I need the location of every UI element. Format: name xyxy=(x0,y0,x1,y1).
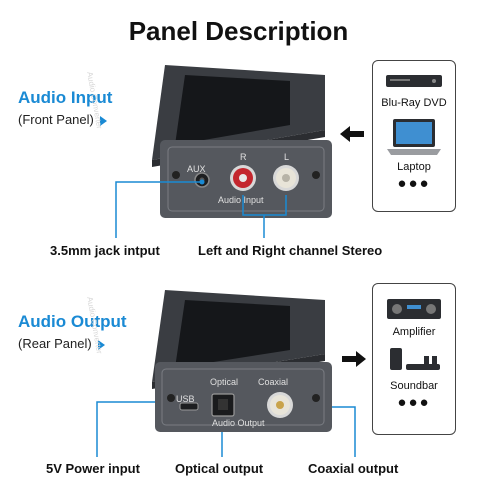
audio-input-label: Audio Input xyxy=(218,195,264,205)
r-label: R xyxy=(240,152,247,162)
device-amplifier-label: Amplifier xyxy=(392,326,436,338)
device-laptop-label: Laptop xyxy=(397,161,431,173)
stereo-callout-bracket xyxy=(242,195,287,216)
input-section-subtitle: (Front Panel) xyxy=(18,112,112,127)
callout-5v-power: 5V Power input xyxy=(46,461,140,476)
coaxial-pin xyxy=(276,401,284,409)
rca-white-pin xyxy=(282,174,290,182)
rear-panel-frame xyxy=(161,368,325,426)
play-arrow-icon xyxy=(99,115,107,126)
device-bluray-label: Blu-Ray DVD xyxy=(381,97,447,109)
rca-red-pin xyxy=(239,174,247,182)
amplifier-icon xyxy=(387,299,441,319)
output-section-title: Audio Output xyxy=(18,312,127,331)
converter-label-plate xyxy=(175,75,290,145)
screw-icon xyxy=(312,171,320,179)
more-devices-indicator: ●●● xyxy=(397,394,431,411)
arrow-right-icon xyxy=(342,351,366,367)
optical-label: Optical xyxy=(210,377,239,387)
audio-output-label: Audio Output xyxy=(212,418,265,428)
play-arrow-icon xyxy=(97,339,105,350)
usb-label: USB xyxy=(176,394,195,404)
usb-callout-line xyxy=(96,401,160,457)
optical-port-inner xyxy=(218,399,228,410)
input-section-heading: Audio Input (Front Panel) xyxy=(18,88,112,127)
soundbar-icon xyxy=(390,348,440,370)
device-soundbar-label: Soundbar xyxy=(390,380,438,392)
input-section-title: Audio Input xyxy=(18,88,113,107)
screw-icon xyxy=(312,394,320,402)
more-devices-indicator: ●●● xyxy=(397,175,431,192)
output-devices-card: Amplifier Soundbar ●●● xyxy=(372,283,456,435)
callout-dot xyxy=(199,179,205,185)
callout-coaxial-output: Coaxial output xyxy=(308,461,399,476)
screw-icon xyxy=(172,171,180,179)
front-panel-frame xyxy=(167,146,325,212)
callout-stereo: Left and Right channel Stereo xyxy=(198,243,383,258)
arrow-left-icon xyxy=(340,126,364,142)
converter-label-plate xyxy=(175,300,290,368)
converter-rear-illustration xyxy=(152,290,332,432)
output-section-heading: Audio Output (Rear Panel) xyxy=(18,312,127,351)
coaxial-label: Coaxial xyxy=(258,377,289,387)
output-section-subtitle-text: (Rear Panel) xyxy=(18,336,92,351)
aux-label: AUX xyxy=(187,164,206,174)
bluray-player-icon xyxy=(386,75,442,87)
page-title: Panel Description xyxy=(128,16,349,46)
output-section-subtitle: (Rear Panel) xyxy=(18,336,127,351)
input-devices-card: Blu-Ray DVD Laptop ●●● xyxy=(372,60,456,212)
converter-front-illustration xyxy=(152,65,332,218)
aux-callout-line xyxy=(115,181,202,238)
input-section-subtitle-text: (Front Panel) xyxy=(18,112,94,127)
callout-35mm-jack: 3.5mm jack intput xyxy=(50,243,160,258)
screw-icon xyxy=(167,394,175,402)
callout-optical-output: Optical output xyxy=(175,461,264,476)
usb-port-icon xyxy=(179,402,199,411)
l-label: L xyxy=(284,152,290,162)
laptop-icon xyxy=(387,119,441,155)
